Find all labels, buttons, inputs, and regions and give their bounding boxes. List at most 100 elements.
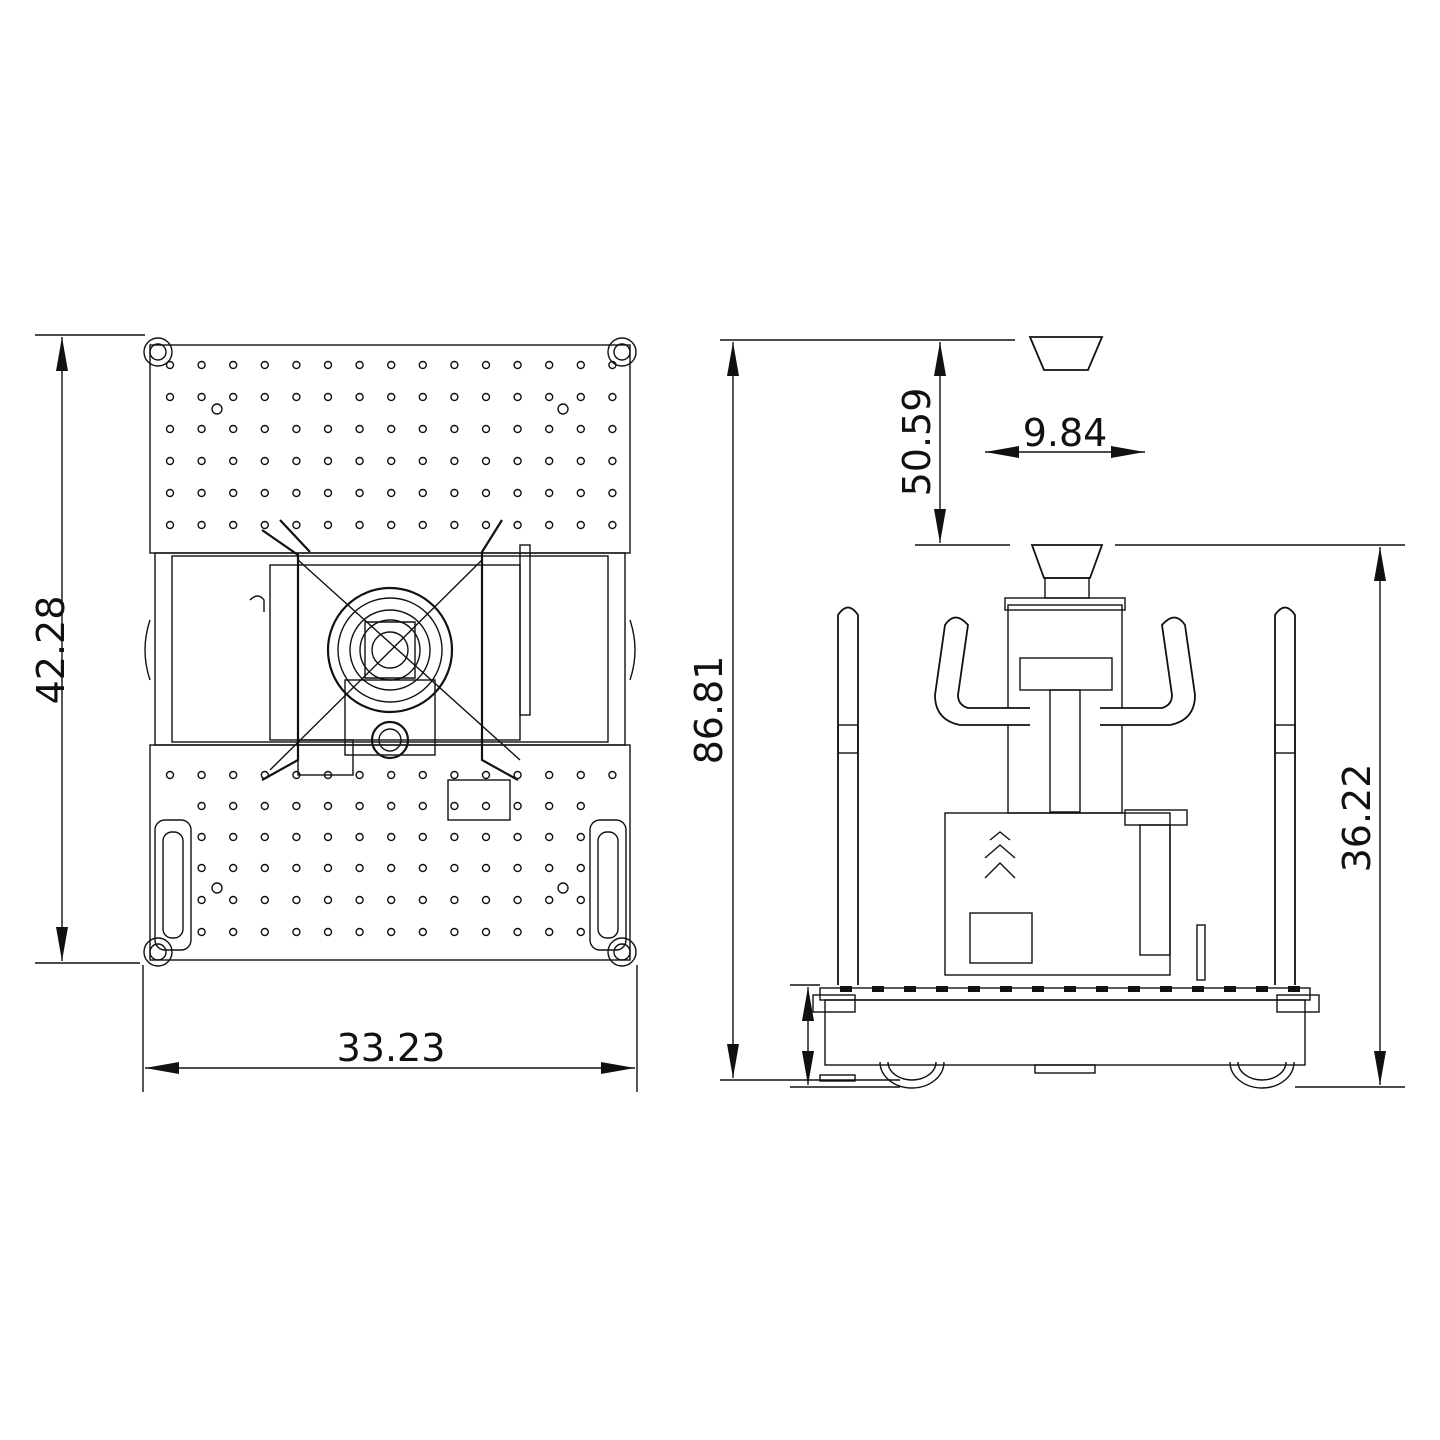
- dimension-arrow: [985, 446, 1019, 458]
- mount-hole: [355, 770, 364, 780]
- mount-hole: [165, 392, 175, 402]
- mount-hole: [323, 832, 333, 842]
- corner-bumper: [607, 937, 637, 967]
- mount-hole: [197, 770, 206, 780]
- mount-hole: [450, 488, 459, 498]
- column-bracket: [1019, 657, 1113, 691]
- mount-hole: [165, 456, 175, 466]
- bolt: [557, 403, 569, 415]
- deck-slot: [904, 986, 916, 992]
- mount-hole: [450, 392, 459, 402]
- deck-slot: [840, 986, 852, 992]
- mount-hole: [481, 392, 491, 402]
- dimension-arrow: [601, 1062, 635, 1074]
- mount-hole: [387, 770, 396, 780]
- mount-hole: [355, 520, 364, 530]
- corner-bumper-inner: [613, 343, 631, 361]
- bolt: [211, 882, 223, 894]
- mount-hole: [165, 770, 175, 780]
- mount-hole: [608, 360, 617, 370]
- mount-hole: [292, 801, 301, 811]
- mount-hole: [513, 360, 522, 370]
- mount-hole: [323, 863, 333, 873]
- mount-hole: [197, 895, 206, 905]
- mount-hole: [292, 360, 301, 370]
- mount-hole: [481, 360, 491, 370]
- dimension-arrow: [727, 1044, 739, 1078]
- mount-hole: [418, 863, 427, 873]
- post-band: [1274, 724, 1296, 754]
- mount-hole: [292, 895, 301, 905]
- mount-hole: [260, 863, 269, 873]
- column-cross: [364, 621, 416, 679]
- mount-hole: [481, 770, 491, 780]
- deck-slot: [1096, 986, 1108, 992]
- mount-hole: [450, 801, 459, 811]
- mount-hole: [292, 392, 301, 402]
- mount-hole: [228, 360, 238, 370]
- mount-hole: [481, 488, 491, 498]
- mount-hole: [260, 520, 269, 530]
- mount-hole: [418, 488, 427, 498]
- deck-slot: [1128, 986, 1140, 992]
- mount-hole: [228, 392, 238, 402]
- mount-hole: [355, 927, 364, 937]
- dim-top-depth: 42.28: [29, 596, 73, 705]
- mount-hole: [260, 895, 269, 905]
- mount-hole: [165, 424, 175, 434]
- dimension-arrow: [56, 927, 68, 961]
- mount-hole: [513, 424, 522, 434]
- foot-left: [819, 1074, 856, 1082]
- mount-hole: [481, 801, 491, 811]
- deck-slot: [1160, 986, 1172, 992]
- mount-hole: [323, 895, 333, 905]
- mount-hole: [576, 770, 585, 780]
- mount-hole: [292, 456, 301, 466]
- mount-hole: [545, 927, 554, 937]
- mount-hole: [450, 832, 459, 842]
- mount-hole: [228, 832, 238, 842]
- chevron-icon: [984, 831, 1016, 879]
- pedal: [447, 779, 511, 821]
- mount-hole: [576, 832, 585, 842]
- mount-hole: [197, 863, 206, 873]
- mount-hole: [387, 456, 396, 466]
- mount-hole: [450, 520, 459, 530]
- corner-bumper: [143, 937, 173, 967]
- mount-hole: [260, 424, 269, 434]
- cap-detached: [1028, 336, 1104, 371]
- mount-hole: [576, 895, 585, 905]
- side-view: [812, 336, 1320, 1089]
- mount-hole: [545, 520, 554, 530]
- mount-hole: [165, 488, 175, 498]
- grip-slot: [597, 831, 619, 939]
- mount-hole: [418, 832, 427, 842]
- mount-hole: [323, 392, 333, 402]
- mount-hole: [260, 392, 269, 402]
- mount-hole: [450, 863, 459, 873]
- mount-hole: [418, 392, 427, 402]
- cross-braces: [269, 559, 521, 771]
- mount-hole: [260, 488, 269, 498]
- base-frame: [824, 999, 1306, 1066]
- dimension-arrow: [802, 987, 814, 1021]
- center-foot: [1034, 1064, 1096, 1074]
- mount-hole: [545, 424, 554, 434]
- mount-hole: [418, 770, 427, 780]
- mount-hole: [197, 801, 206, 811]
- mount-hole: [355, 863, 364, 873]
- mount-hole: [545, 770, 554, 780]
- mount-hole: [545, 488, 554, 498]
- mount-hole: [450, 424, 459, 434]
- mount-hole: [576, 360, 585, 370]
- grip-handle: [589, 819, 627, 951]
- mount-hole: [323, 927, 333, 937]
- mount-hole: [292, 424, 301, 434]
- mount-hole: [292, 488, 301, 498]
- wheel-inner: [1237, 1061, 1287, 1081]
- bolt: [211, 403, 223, 415]
- handle-right: [1100, 616, 1196, 726]
- mount-hole: [355, 488, 364, 498]
- mount-hole: [387, 895, 396, 905]
- mount-hole: [355, 832, 364, 842]
